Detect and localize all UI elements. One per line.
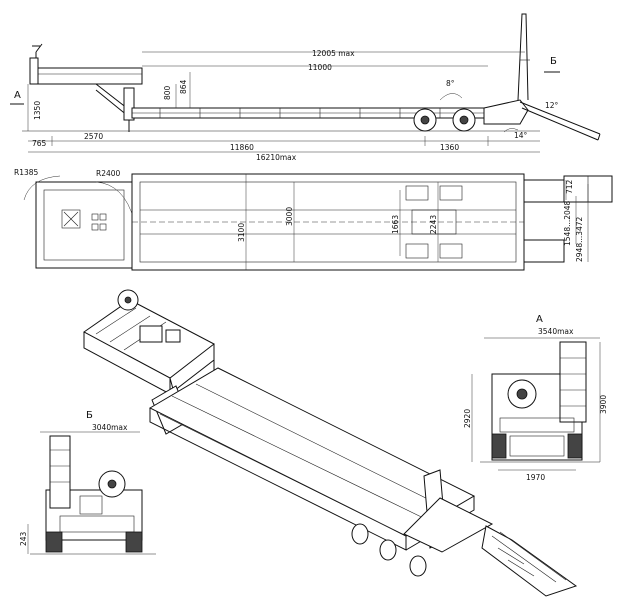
dim-1360: 1360	[440, 143, 459, 152]
view-b-dim-243: 243	[19, 531, 28, 546]
dim-overall-length: 16210max	[256, 153, 297, 162]
angle-12: 12°	[545, 101, 559, 110]
view-b-upright	[49, 435, 71, 509]
view-a-dim-width: 3540max	[538, 327, 574, 336]
dim-800: 800	[163, 85, 172, 100]
view-marker-b: Б	[550, 56, 557, 67]
view-b-wheel-left	[45, 531, 63, 553]
angle-8: 8°	[446, 79, 455, 88]
ramp-plan-left	[523, 179, 565, 203]
dim-2243: 2243	[429, 215, 438, 234]
dim-2570: 2570	[84, 132, 103, 141]
iso-toolbox	[139, 325, 163, 343]
raised-ramp	[517, 13, 529, 101]
isometric-view	[83, 289, 578, 597]
view-a-wheel-right	[567, 433, 583, 459]
iso-ramp	[481, 525, 578, 597]
view-a-label: A	[536, 314, 543, 325]
angle-14: 14°	[514, 131, 528, 140]
dim-range-1548: 1548...2048	[563, 200, 572, 246]
dim-1350: 1350	[33, 101, 42, 120]
dim-1663: 1663	[391, 215, 400, 234]
ramp-plan-right	[523, 239, 565, 263]
dim-overall-max: 12005 max	[312, 49, 355, 58]
top-view: R1385 R2400 3100 3000 1663 2243 712 1548…	[14, 168, 613, 271]
iso-wheel-3	[409, 555, 427, 577]
dim-r1385: R1385	[14, 168, 39, 177]
view-b-dim-width: 3040max	[92, 423, 128, 432]
side-view: 12005 max 11000 800 864 1350 765 2570 11…	[10, 13, 601, 162]
dim-864: 864	[179, 79, 188, 94]
view-b: Б 3040max 243	[19, 410, 156, 555]
view-b-label: Б	[86, 410, 93, 421]
dim-11000: 11000	[308, 63, 332, 72]
iso-wheel-2	[379, 539, 397, 561]
dim-3000: 3000	[285, 207, 294, 226]
rear-ramp	[519, 101, 601, 141]
view-marker-a: A	[14, 90, 21, 101]
view-a: A 3540max 2920 3900 1970	[463, 314, 608, 482]
iso-main-bed	[148, 367, 476, 537]
view-a-dim-2920: 2920	[463, 409, 472, 428]
view-a-dim-track: 1970	[526, 473, 545, 482]
view-a-wheel-left	[491, 433, 507, 459]
gooseneck-plan	[35, 181, 133, 269]
dim-11860: 11860	[230, 143, 254, 152]
view-a-ramp	[559, 341, 587, 423]
view-a-dim-3900: 3900	[599, 395, 608, 414]
dim-3100: 3100	[237, 223, 246, 242]
gooseneck-deck	[35, 67, 143, 85]
kingpin-post	[29, 57, 39, 85]
iso-wheel-1	[351, 523, 369, 545]
view-b-wheel-right	[125, 531, 143, 553]
dim-range-2948: 2948...3472	[575, 216, 584, 262]
dim-r2400: R2400	[96, 169, 121, 178]
kingpin-mark	[63, 211, 79, 227]
dim-765: 765	[32, 139, 47, 148]
dim-712: 712	[565, 179, 574, 194]
